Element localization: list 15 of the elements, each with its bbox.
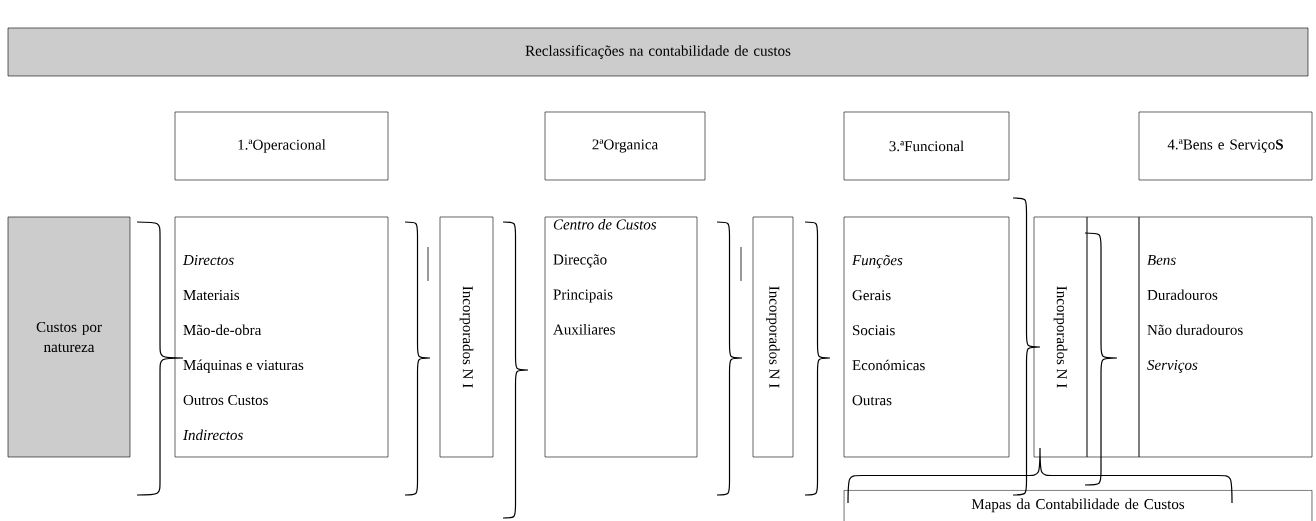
list-box: Directos Materiais Mão-de-obra Máquinas e viaturas Outros Custos Indirectos (174, 216, 389, 458)
list-box: Bens Duradouros Não duradouros Serviços (1138, 216, 1313, 458)
vertical-label-box: Incorporados N I (1033, 216, 1088, 458)
footer-box: Mapas da Contabilidade de Custos (843, 490, 1313, 521)
list-box: Centro de Custos Direcção Principais Auxiliares (544, 216, 698, 458)
list-box: Funções Gerais Sociais Económicas Outras (843, 216, 1010, 458)
vertical-label-box: Incorporados N I (752, 216, 794, 458)
header-box: 4.ªBens e ServiçoS (1138, 111, 1313, 181)
header-box: 2ªOrganica (544, 111, 706, 181)
empty-column (1086, 216, 1140, 458)
category-box: Custos por natureza (7, 216, 131, 458)
vertical-label-box: Incorporados N I (439, 216, 494, 458)
header-box: 1.ªOperacional (174, 111, 389, 181)
header-box: 3.ªFuncional (843, 111, 1010, 181)
title-band: Reclassificações na contabilidade de custos (7, 27, 1309, 77)
